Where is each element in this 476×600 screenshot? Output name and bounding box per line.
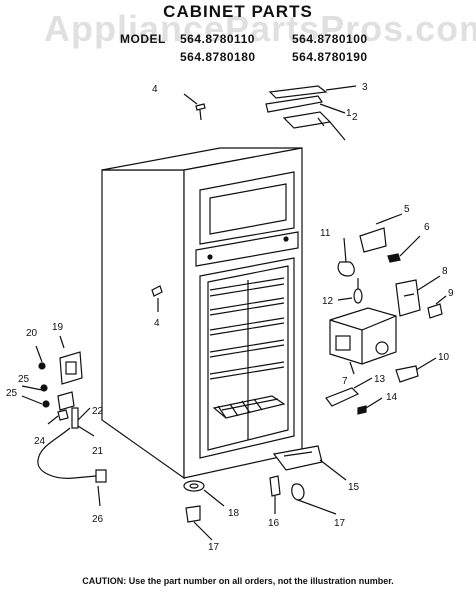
caution-note: CAUTION: Use the part number on all orde… xyxy=(82,576,394,586)
callout-13: 13 xyxy=(374,374,386,385)
callout-17-left: 17 xyxy=(208,542,220,553)
callout-18: 18 xyxy=(228,508,240,519)
callout-15: 15 xyxy=(348,482,360,493)
part-15-bottom-hinge xyxy=(272,445,347,481)
callout-2: 2 xyxy=(352,112,358,123)
parts-13-14 xyxy=(325,377,383,415)
callout-22: 22 xyxy=(92,406,104,417)
callout-9: 9 xyxy=(448,288,454,299)
callout-19: 19 xyxy=(52,322,64,333)
callout-4-top: 4 xyxy=(152,84,158,95)
model-number-3: 564.8780180 xyxy=(180,50,256,64)
refrigerator-cabinet xyxy=(101,147,303,480)
callout-26: 26 xyxy=(92,514,104,525)
model-number-2: 564.8780100 xyxy=(292,32,368,46)
callout-5: 5 xyxy=(404,204,410,215)
callout-12: 12 xyxy=(322,296,334,307)
callout-11: 11 xyxy=(320,228,331,239)
model-label: MODEL xyxy=(120,32,166,46)
callout-14: 14 xyxy=(386,392,398,403)
callout-7: 7 xyxy=(342,376,348,387)
callout-20: 20 xyxy=(26,328,38,339)
callout-1: 1 xyxy=(346,108,352,119)
model-number-4: 564.8780190 xyxy=(292,50,368,64)
watermark: AppliancePartsPros.com xyxy=(44,8,476,49)
callout-16: 16 xyxy=(268,518,280,529)
callout-4-middle: 4 xyxy=(154,318,160,329)
callout-25-upper: 25 xyxy=(18,374,30,385)
callout-labels: 1 2 3 4 4 5 6 7 8 9 10 11 12 13 14 15 16… xyxy=(6,82,454,553)
light-switch-parts xyxy=(337,213,421,304)
callout-24: 24 xyxy=(34,436,46,447)
left-side-electrical-parts xyxy=(21,335,107,507)
callout-10: 10 xyxy=(438,352,450,363)
part-7-control-housing xyxy=(329,307,397,375)
parts-16-17-right xyxy=(269,475,337,515)
callout-3: 3 xyxy=(362,82,368,93)
part-4-plug-middle xyxy=(151,285,163,312)
model-number-1: 564.8780110 xyxy=(180,32,255,46)
callout-17-right: 17 xyxy=(334,518,346,529)
callout-6: 6 xyxy=(424,222,430,233)
callout-25-lower: 25 xyxy=(6,388,18,399)
diagram-title: CABINET PARTS xyxy=(163,2,313,21)
part-4-plug-top xyxy=(183,93,206,121)
thermostat-parts xyxy=(395,275,447,383)
callout-21: 21 xyxy=(92,446,104,457)
callout-8: 8 xyxy=(442,266,448,277)
top-hinge-assembly xyxy=(265,85,357,141)
parts-17-18-left xyxy=(183,480,225,541)
